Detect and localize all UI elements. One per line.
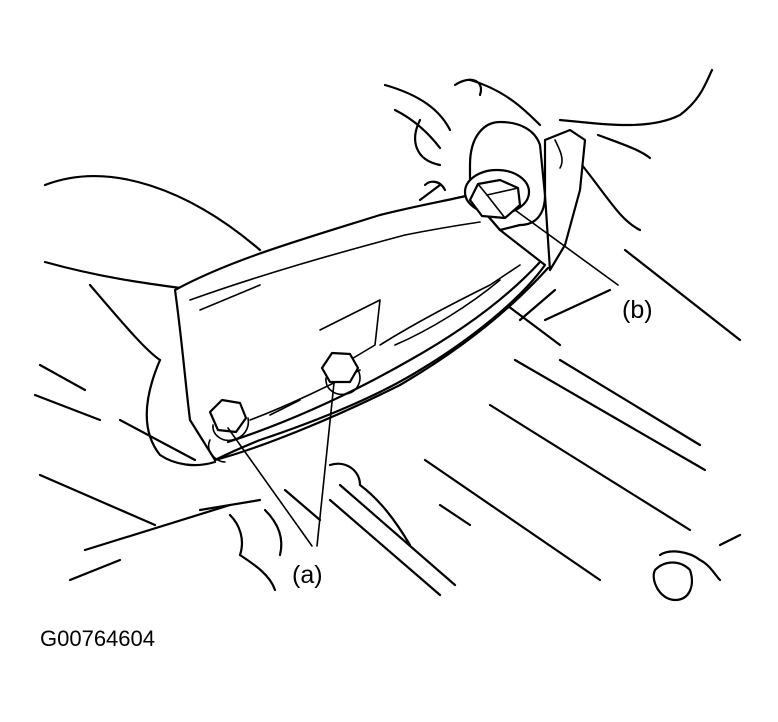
figure-code: G00764604 <box>40 626 155 651</box>
bolt-b <box>463 168 531 220</box>
leader-lines <box>227 209 619 547</box>
callout-b-label: (b) <box>622 296 653 324</box>
lower-structure <box>33 298 742 602</box>
callout-a-label: (a) <box>292 561 323 589</box>
bolt-a-left <box>208 398 250 442</box>
bolt-a-right <box>320 351 361 396</box>
